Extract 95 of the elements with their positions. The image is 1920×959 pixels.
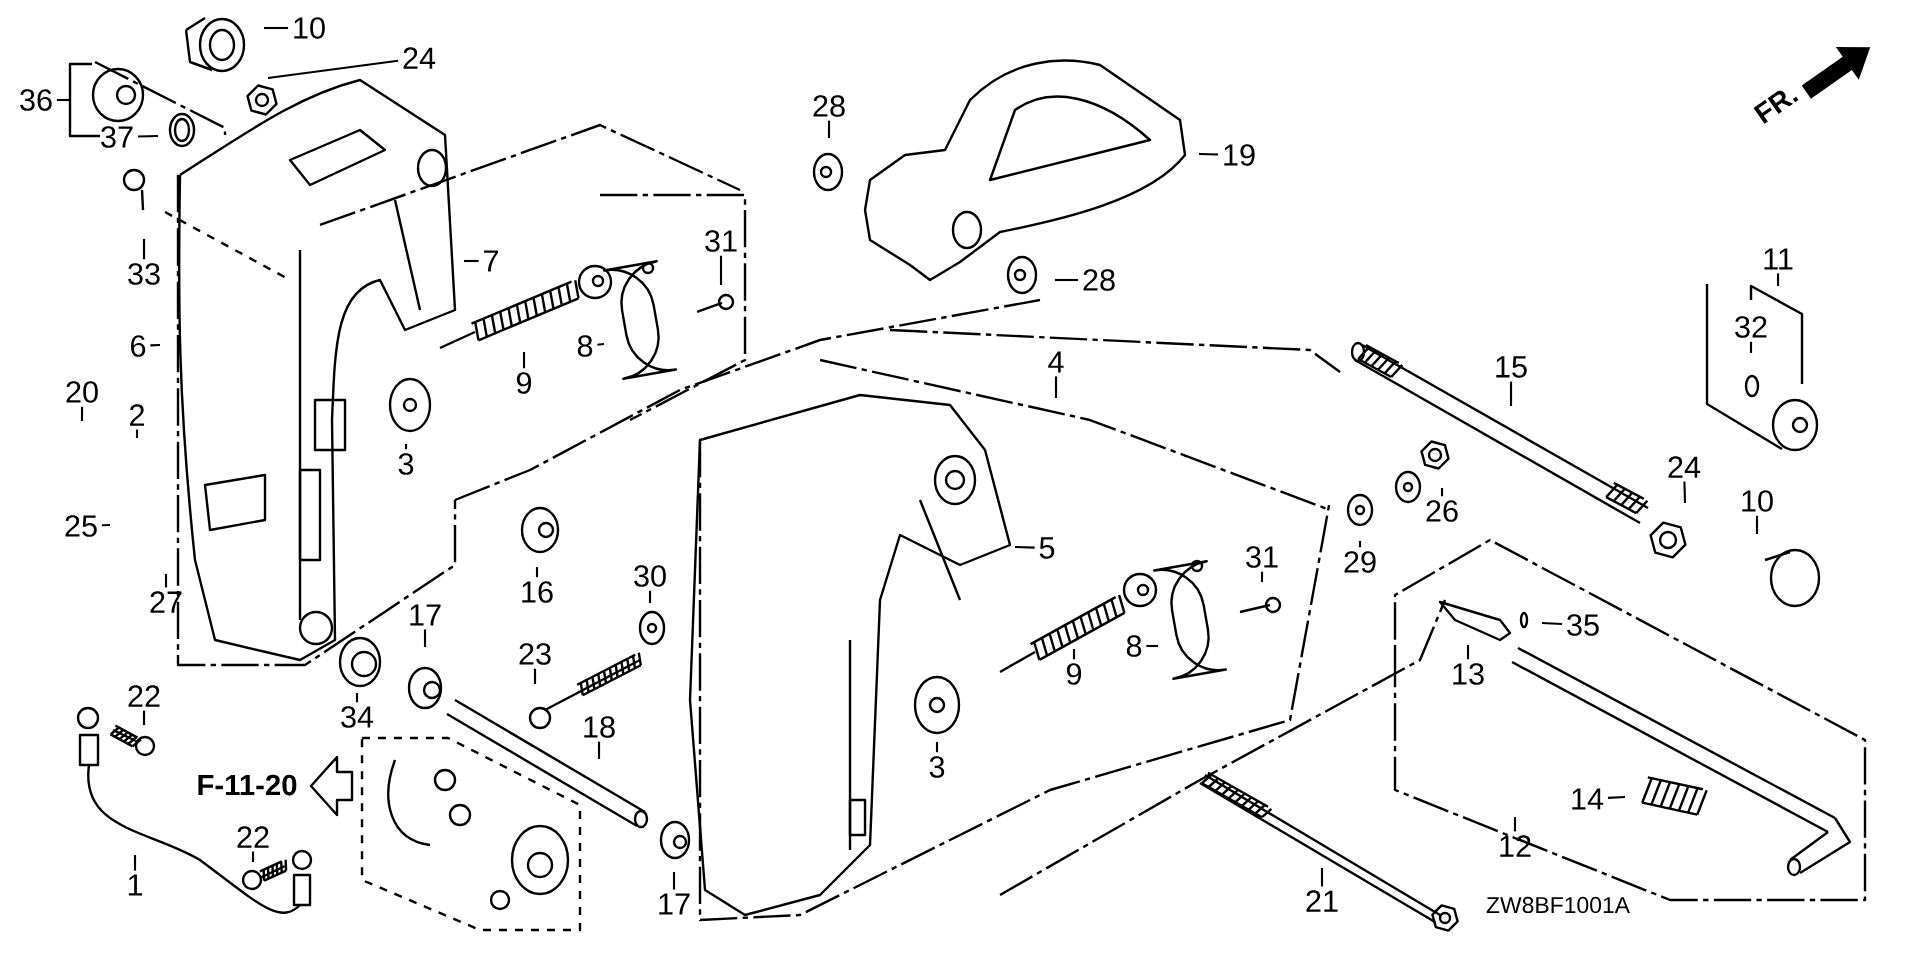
callout-number: 24 — [1668, 456, 1701, 478]
leader-line — [935, 742, 939, 753]
leader-line — [1607, 795, 1626, 799]
callout-number: 21 — [1306, 890, 1338, 912]
callout-number: 25 — [65, 515, 97, 537]
callout-number: 24 — [403, 47, 436, 69]
callout-number: 6 — [131, 335, 146, 357]
leader-line — [597, 342, 605, 346]
callout-number: 30 — [634, 565, 666, 587]
callout-number: 8 — [1126, 635, 1142, 657]
leader-line — [137, 134, 159, 138]
callout-number: 2 — [130, 404, 144, 426]
callout-number: 36 — [20, 89, 52, 111]
callout-number: 23 — [519, 643, 551, 665]
reference-label: F-11-20 — [198, 774, 297, 796]
direction-label: FR. — [1753, 90, 1799, 124]
leader-line — [264, 26, 289, 30]
leader-line — [464, 259, 479, 263]
callout-number: 16 — [522, 581, 553, 603]
callout-number: 31 — [705, 230, 737, 252]
callout-number: 5 — [1039, 537, 1055, 559]
callout-number: 13 — [1453, 663, 1484, 685]
callout-number: 10 — [294, 17, 325, 39]
leader-line — [267, 59, 399, 80]
leader-line — [719, 255, 723, 285]
leader-line — [1749, 341, 1753, 353]
leader-line — [1072, 649, 1076, 660]
leader-line — [1014, 545, 1035, 549]
callout-number: 7 — [484, 250, 498, 272]
leader-line — [1358, 541, 1362, 548]
callout-number: 1 — [128, 874, 143, 896]
leader-line — [150, 343, 161, 347]
leader-line — [101, 523, 111, 527]
leader-line — [56, 98, 70, 102]
callout-number: 17 — [410, 604, 441, 626]
leader-line — [827, 120, 831, 138]
leader-line — [1440, 488, 1444, 497]
leader-line — [1146, 644, 1158, 648]
callout-number: 37 — [101, 126, 133, 148]
callout-number: 18 — [584, 716, 615, 738]
leader-line — [1055, 278, 1079, 282]
leader-line — [164, 574, 168, 588]
leader-line — [423, 629, 427, 647]
leader-line — [142, 710, 146, 725]
callout-number: 34 — [341, 706, 374, 728]
leader-line — [142, 239, 146, 260]
leader-line — [535, 567, 539, 578]
leader-line — [597, 741, 601, 759]
callout-number: 32 — [1735, 316, 1767, 338]
callout-number: 8 — [577, 335, 593, 357]
callout-number: 4 — [1048, 351, 1064, 373]
callout-number: 22 — [128, 685, 160, 707]
callout-number: 19 — [1224, 144, 1255, 166]
leader-line — [672, 872, 676, 890]
leader-line — [1755, 515, 1759, 534]
callout-number: 22 — [237, 826, 269, 848]
callout-number: 15 — [1496, 356, 1527, 378]
callout-number: 12 — [1500, 835, 1531, 857]
leader-line — [355, 693, 359, 703]
leader-line — [1199, 152, 1219, 156]
leader-line — [1466, 645, 1470, 660]
callout-number: 28 — [1083, 269, 1115, 291]
leader-line — [533, 668, 537, 684]
leader-line — [1541, 621, 1563, 626]
leader-line — [135, 429, 139, 438]
callout-number: 9 — [1066, 663, 1082, 685]
callout-number: 35 — [1567, 614, 1599, 636]
leader-line — [1260, 571, 1264, 582]
leader-line — [251, 851, 255, 862]
leader-line — [522, 352, 526, 369]
callout-number: 29 — [1344, 551, 1376, 573]
leader-line — [648, 590, 652, 603]
callout-number: 28 — [813, 95, 845, 117]
callout-number: 26 — [1426, 500, 1458, 522]
callout-number: 27 — [150, 591, 182, 613]
callout-number: 10 — [1742, 490, 1773, 512]
leader-line — [1509, 381, 1513, 406]
leader-line — [1320, 868, 1324, 887]
leader-line — [1513, 817, 1517, 832]
callout-number: 9 — [516, 372, 532, 394]
leader-line — [1054, 376, 1058, 398]
leader-line — [133, 855, 137, 871]
callout-number: 33 — [128, 263, 160, 285]
callout-number: 3 — [398, 453, 414, 475]
leader-line — [404, 444, 408, 450]
leader-line — [1683, 481, 1687, 504]
callout-number: 31 — [1246, 546, 1278, 568]
drawing-code: ZW8BF1001A — [1486, 896, 1630, 914]
callout-number: 14 — [1572, 788, 1604, 810]
leader-line — [1776, 273, 1780, 286]
callout-number: 20 — [66, 381, 98, 403]
leader-line — [80, 406, 84, 421]
callout-number: 3 — [929, 756, 945, 778]
callout-number: 11 — [1764, 248, 1793, 270]
callout-number: 17 — [659, 893, 690, 915]
